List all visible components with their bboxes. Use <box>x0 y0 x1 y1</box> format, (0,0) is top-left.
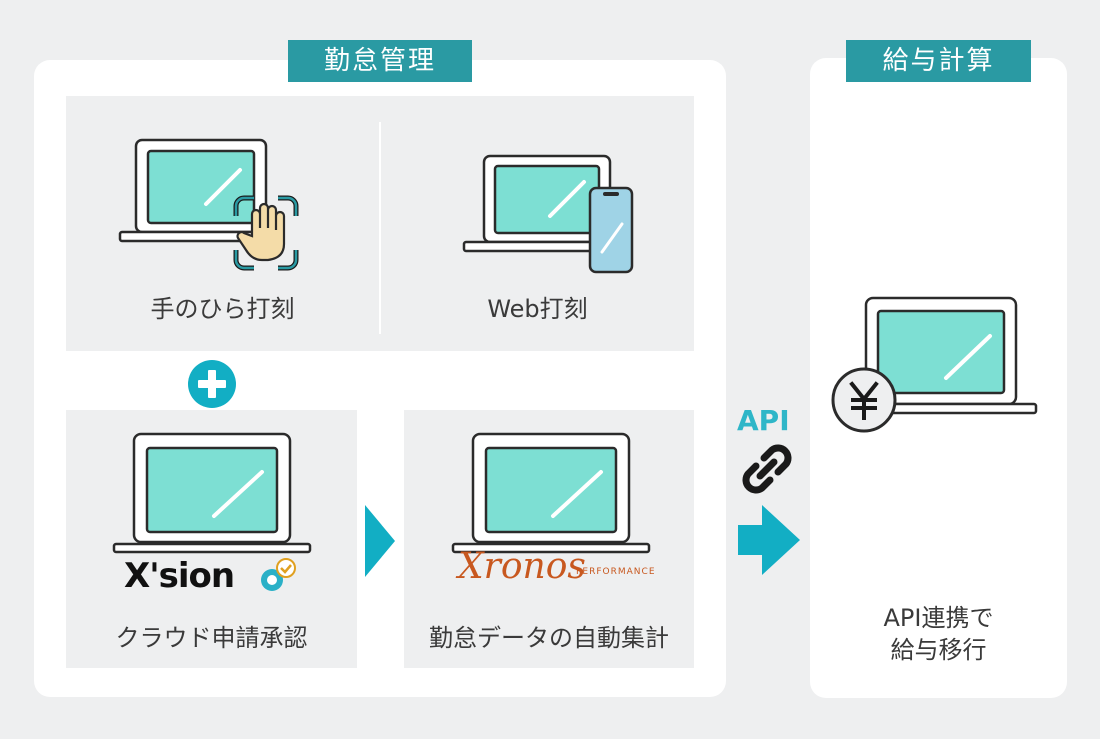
aggregation-label: 勤怠データの自動集計 <box>429 624 669 652</box>
laptop-icon <box>451 432 651 554</box>
xsion-logo: X'sion <box>124 556 235 596</box>
arrow-right-icon <box>738 505 800 575</box>
payroll-title: 給与計算 <box>846 40 1031 82</box>
approval-label: クラウド申請承認 <box>115 624 308 652</box>
link-chain-icon <box>742 444 792 494</box>
laptop-smartphone-icon <box>462 154 634 274</box>
payroll-desc-line1: API連携で <box>883 604 994 632</box>
laptop-icon <box>112 432 312 554</box>
xronos-logo: Xronos <box>458 546 586 587</box>
attendance-title: 勤怠管理 <box>288 40 472 82</box>
plus-icon <box>188 360 236 408</box>
arrow-right-icon <box>365 505 395 577</box>
xronos-logo-sub: PERFORMANCE <box>576 567 656 577</box>
punch-methods-divider <box>379 122 381 334</box>
payroll-desc-line2: 給与移行 <box>890 636 987 664</box>
palm-punch-label: 手のひら打刻 <box>150 295 295 323</box>
api-label: API <box>737 404 790 437</box>
web-punch-label: Web打刻 <box>487 295 588 323</box>
laptop-yen-icon <box>831 296 1038 433</box>
xsion-logo-mark-icon <box>261 558 296 591</box>
laptop-palm-scan-icon <box>118 138 299 271</box>
